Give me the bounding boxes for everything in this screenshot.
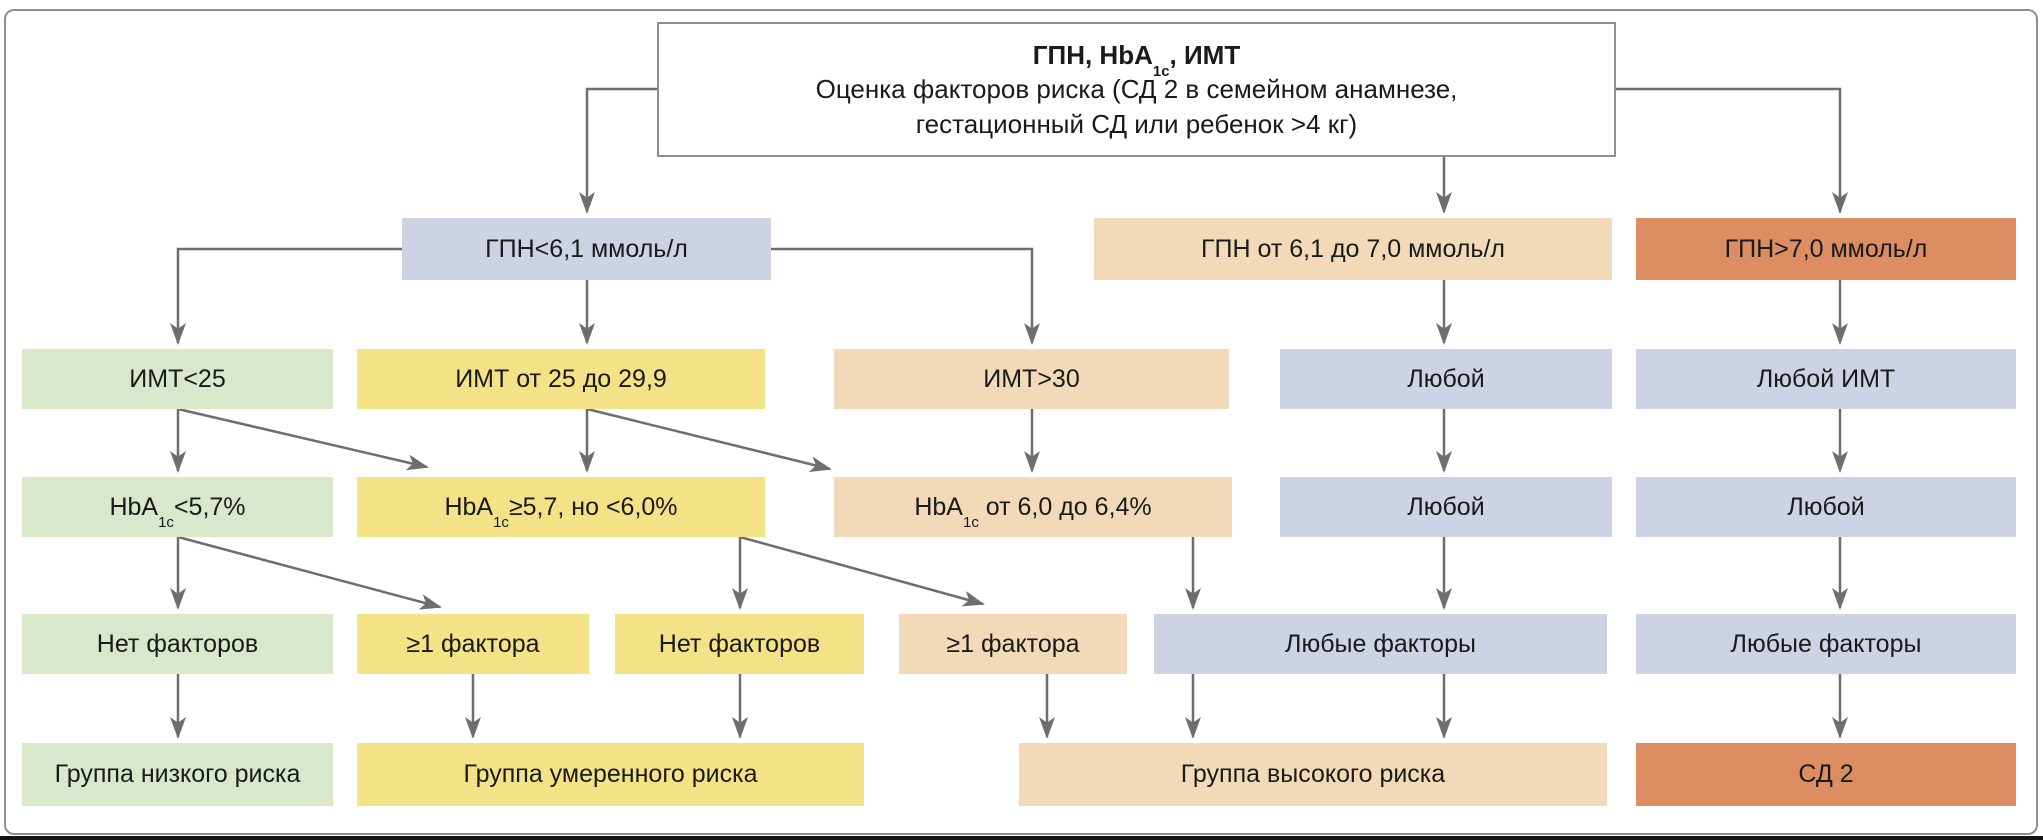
node-hba1c-mid: HbA1c≥5,7, но <6,0%: [357, 477, 765, 537]
node-hba1c-any-col4: Любой: [1280, 477, 1612, 537]
arrow-connector: [177, 407, 429, 471]
node-gpn-high: ГПН>7,0 ммоль/л: [1636, 218, 2016, 280]
node-assessment-header: ГПН, HbA1c, ИМТ Оценка факторов риска (С…: [657, 22, 1616, 157]
node-bmi-any-col4: Любой: [1280, 349, 1612, 409]
node-gpn-mid: ГПН от 6,1 до 7,0 ммоль/л: [1094, 218, 1612, 280]
node-gpn-low: ГПН<6,1 ммоль/л: [402, 218, 771, 280]
node-bmi-any-col5: Любой ИМТ: [1636, 349, 2016, 409]
node-dm2: СД 2: [1636, 743, 2016, 806]
arrow-connector: [739, 535, 985, 607]
node-bmi-mid: ИМТ от 25 до 29,9: [357, 349, 765, 409]
node-factors-none-col2: Нет факторов: [615, 614, 864, 674]
node-hba1c-any-col5: Любой: [1636, 477, 2016, 537]
assessment-line2: Оценка факторов риска (СД 2 в семейном а…: [815, 74, 1458, 105]
node-bmi-high: ИМТ>30: [834, 349, 1229, 409]
bottom-rule: [0, 836, 2043, 840]
node-hba1c-low: HbA1c<5,7%: [22, 477, 333, 537]
assessment-title: ГПН, HbA1c, ИМТ: [1032, 40, 1241, 81]
node-bmi-low: ИМТ<25: [22, 349, 333, 409]
node-factors-none-col1: Нет факторов: [22, 614, 333, 674]
arrow-connector: [771, 247, 1040, 345]
node-factors-ge1-col3: ≥1 фактора: [899, 614, 1127, 674]
node-hba1c-high: HbA1c от 6,0 до 6,4%: [834, 477, 1232, 537]
arrow-connector: [177, 535, 442, 610]
node-risk-low-group: Группа низкого риска: [22, 743, 333, 806]
node-risk-moderate-group: Группа умеренного риска: [357, 743, 864, 806]
node-factors-ge1-col2: ≥1 фактора: [357, 614, 589, 674]
arrow-connector: [586, 407, 832, 472]
node-factors-any-col5: Любые факторы: [1636, 614, 2016, 674]
node-risk-high-group: Группа высокого риска: [1019, 743, 1607, 806]
assessment-line3: гестационный СД или ребенок >4 кг): [915, 108, 1358, 139]
arrow-connector: [170, 247, 402, 345]
arrow-connector: [1612, 87, 1848, 214]
node-factors-any-col4: Любые факторы: [1154, 614, 1607, 674]
arrow-connector: [579, 87, 657, 214]
